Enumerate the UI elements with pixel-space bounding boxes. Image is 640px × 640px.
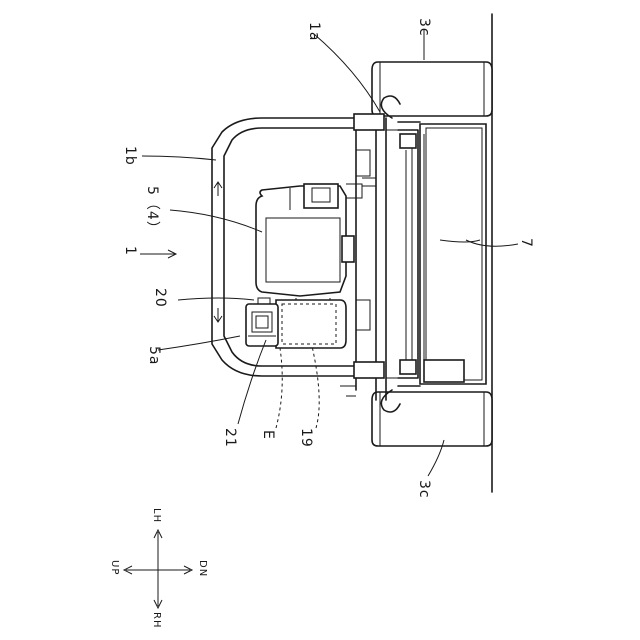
label-19: 19 xyxy=(298,428,314,448)
label-20: 20 xyxy=(152,288,168,308)
label-7: 7 xyxy=(518,238,534,248)
direction-dn: DN xyxy=(197,560,208,577)
direction-up: UP xyxy=(109,560,120,575)
mower-deck xyxy=(420,124,486,384)
component-21 xyxy=(246,298,278,346)
label-21: 21 xyxy=(222,428,238,448)
flow-arrows xyxy=(214,182,222,322)
label-5-4: 5（4） xyxy=(144,186,160,236)
crawler-track-bottom xyxy=(372,392,492,446)
direction-indicator: LH RH UP DN xyxy=(109,508,208,628)
component-box-19 xyxy=(276,298,346,348)
label-3c-bottom: 3c xyxy=(416,480,432,499)
label-1b: 1b xyxy=(122,146,138,166)
direction-rh: RH xyxy=(151,612,162,628)
label-5a: 5a xyxy=(146,346,162,366)
direction-lh: LH xyxy=(151,508,162,523)
crawler-track-top xyxy=(372,62,492,116)
label-1: 1 xyxy=(122,246,138,256)
label-3c-top: 3c xyxy=(416,18,432,37)
engine xyxy=(256,178,376,296)
label-E: E xyxy=(260,430,276,440)
label-1a: 1a xyxy=(306,22,322,42)
